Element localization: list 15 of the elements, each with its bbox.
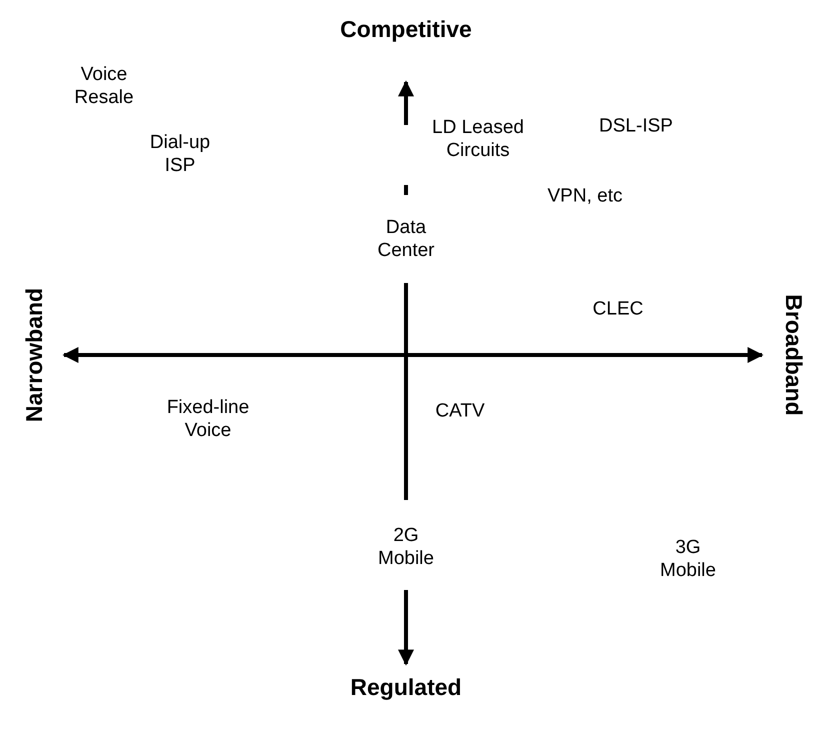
quadrant-item: 2G Mobile	[377, 525, 435, 571]
axis-title: Broadband	[780, 293, 807, 418]
quadrant-item: 3G Mobile	[659, 537, 717, 583]
quadrant-item: Data Center	[376, 217, 436, 263]
quadrant-item: Fixed-line Voice	[166, 397, 250, 443]
axis-title: Competitive	[339, 16, 473, 44]
quadrant-item: VPN, etc	[546, 186, 624, 208]
quadrant-item: Dial-up ISP	[148, 132, 212, 178]
quadrant-item: DSL-ISP	[598, 116, 674, 138]
quadrant-item: CLEC	[592, 298, 644, 322]
axis-title: Regulated	[349, 674, 463, 702]
axis-title: Narrowband	[21, 286, 48, 424]
quadrant-item: Voice Resale	[73, 64, 135, 110]
quadrant-item: CATV	[434, 400, 486, 424]
quadrant-item: LD Leased Circuits	[431, 117, 525, 163]
